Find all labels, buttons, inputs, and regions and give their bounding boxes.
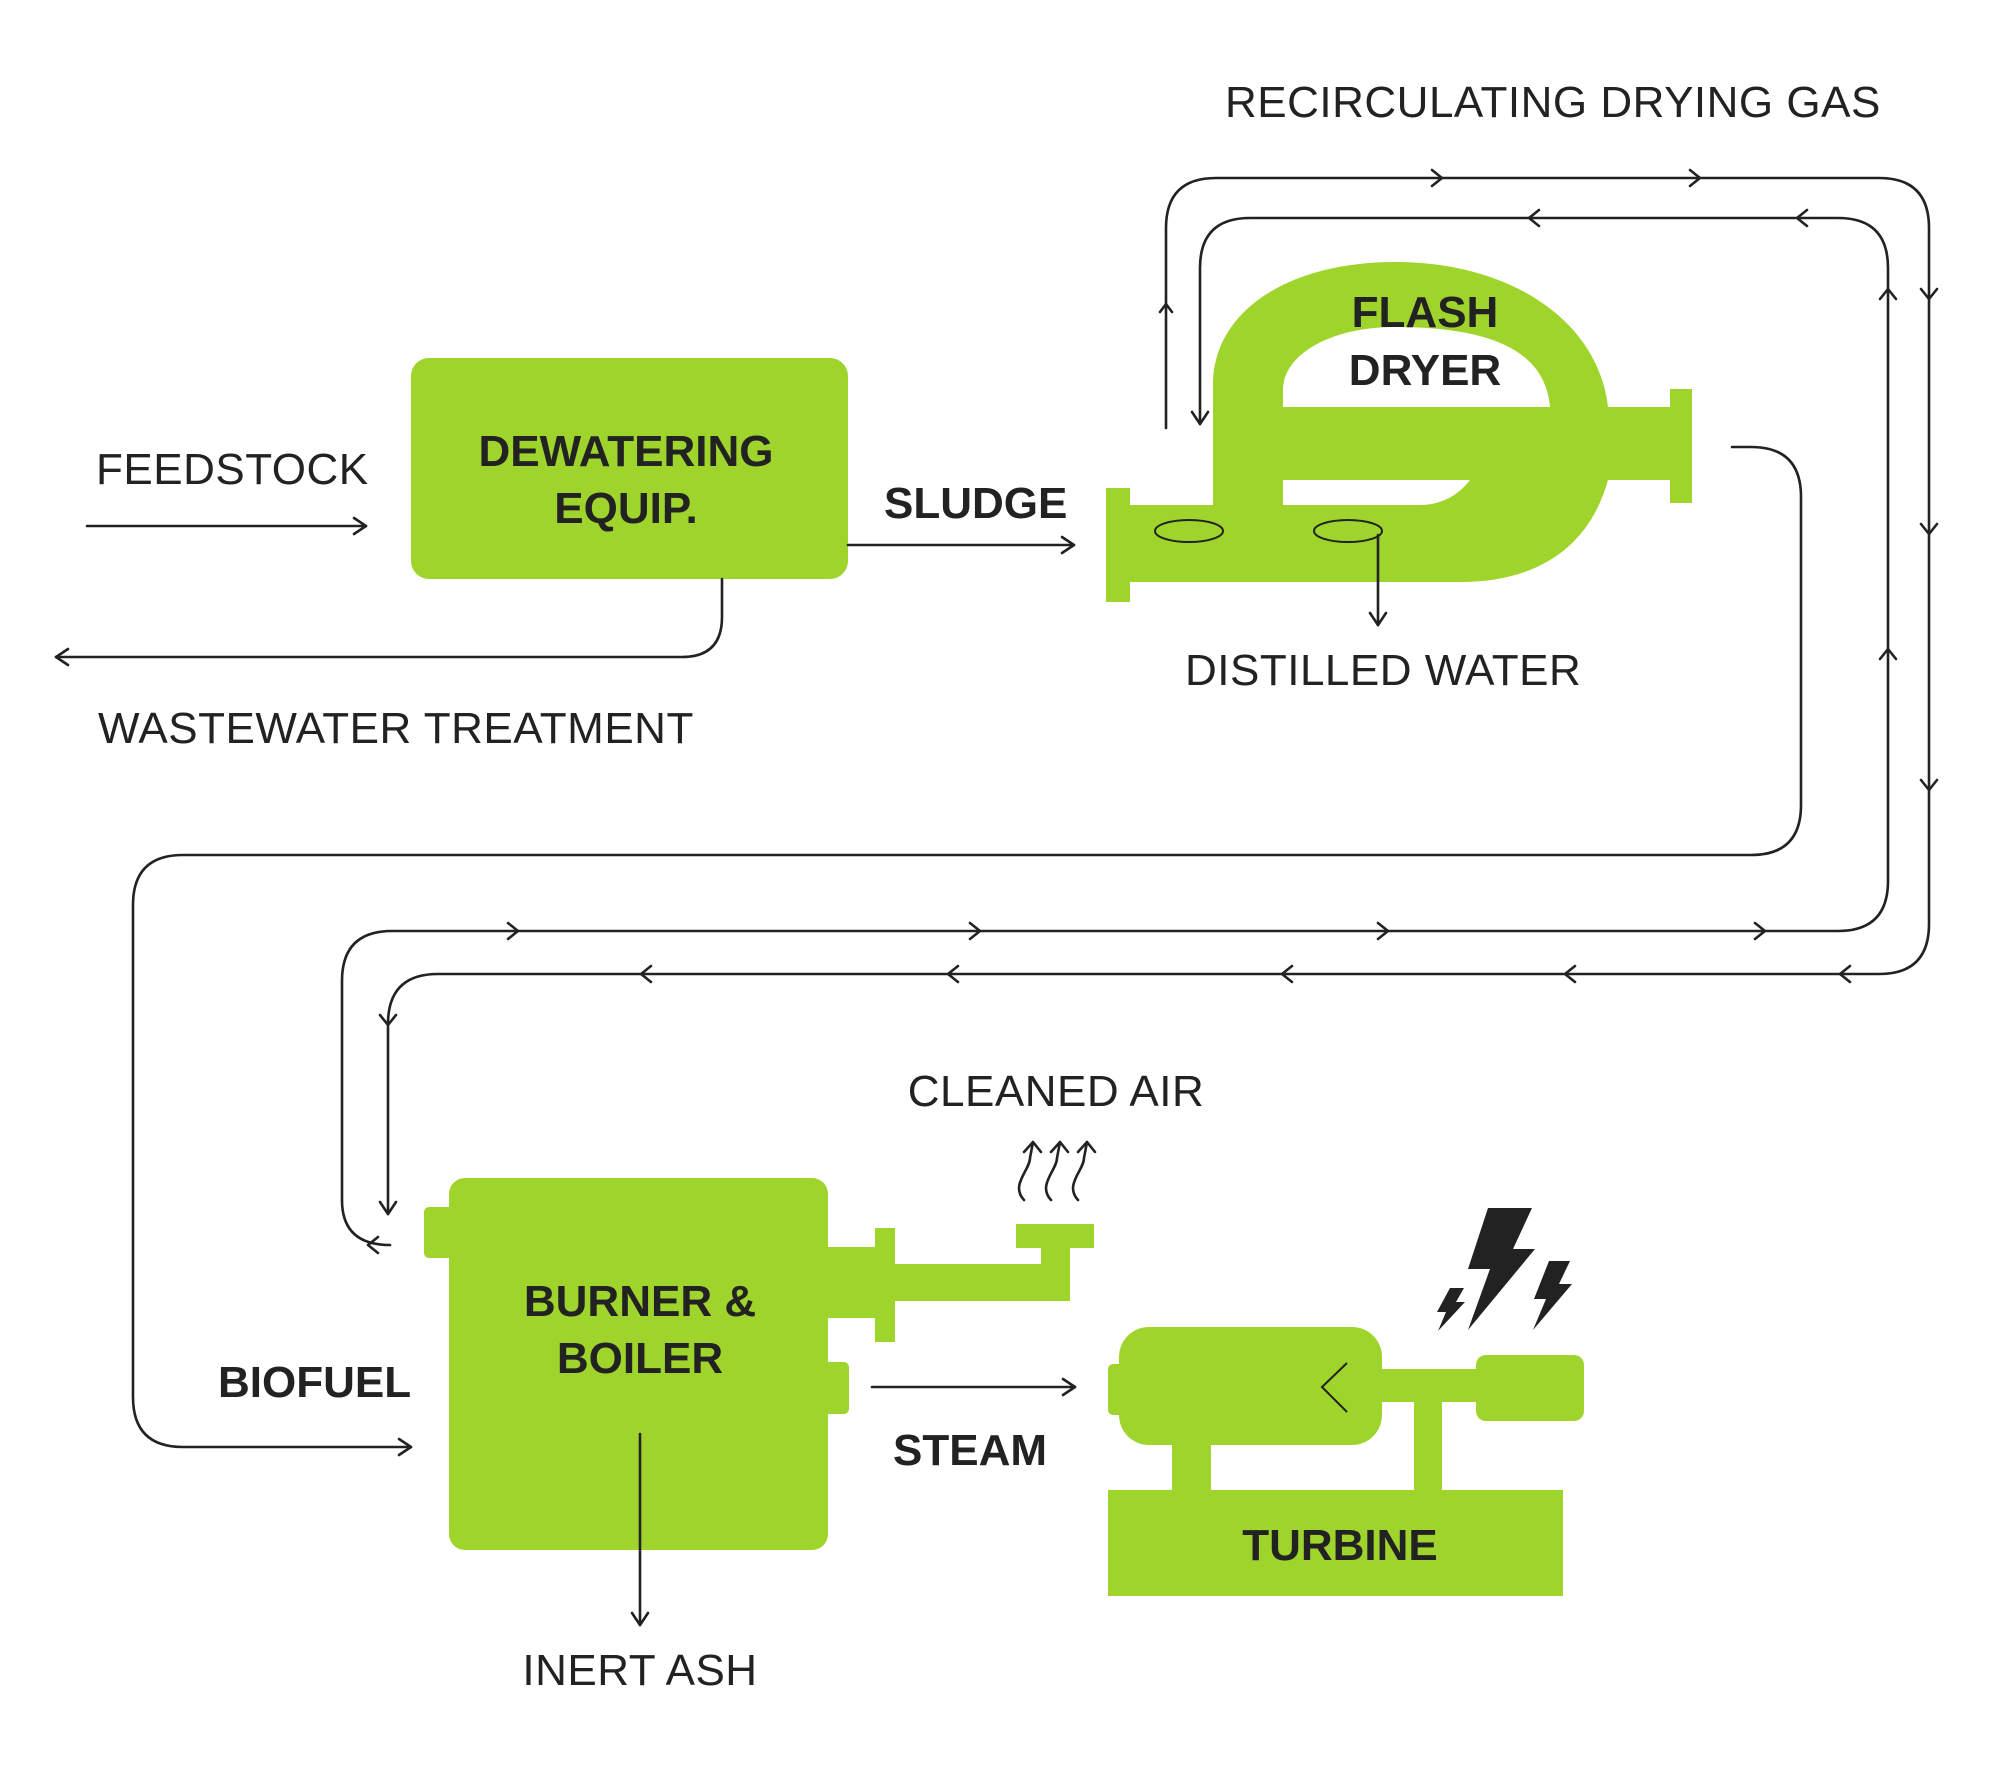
sludge-label: SLUDGE: [884, 479, 1067, 528]
flash-dryer-label-line1: FLASH: [1352, 288, 1499, 337]
chevron-left-icon: [946, 964, 960, 984]
turbine-leg-right: [1414, 1400, 1442, 1494]
lightning-bolt-medium-icon: [1533, 1261, 1572, 1330]
chevron-down-icon: [1919, 522, 1939, 536]
dryer-port-left: [1154, 519, 1224, 543]
recirc-inner-path: [340, 216, 1890, 1247]
biofuel-label: BIOFUEL: [218, 1358, 411, 1407]
chevron-left-icon: [1795, 208, 1809, 228]
boiler-label-line2: BOILER: [557, 1334, 723, 1383]
steam-stream: STEAM: [870, 1377, 1077, 1475]
cleaned-air-label: CLEANED AIR: [908, 1067, 1204, 1116]
turbine-shaft: [1378, 1369, 1482, 1402]
distilled-water-stream: DISTILLED WATER: [1185, 533, 1581, 695]
chevron-right-icon: [1376, 921, 1390, 941]
flash-dryer-label-line2: DRYER: [1349, 346, 1501, 395]
boiler-steam-tab: [815, 1362, 849, 1414]
sludge-stream: SLUDGE: [846, 479, 1076, 555]
chevron-right-icon: [968, 921, 982, 941]
recirculating-gas-label: RECIRCULATING DRYING GAS: [1225, 78, 1881, 127]
chevron-left-icon: [639, 964, 653, 984]
inert-ash-label: INERT ASH: [522, 1646, 757, 1695]
turbine: TURBINE: [1108, 1327, 1584, 1596]
chevron-left-icon: [1320, 1362, 1348, 1413]
biofuel-stream: BIOFUEL: [131, 445, 1803, 1457]
wastewater-arrow: [54, 577, 724, 667]
exhaust-riser: [1041, 1240, 1070, 1301]
dryer-port-right: [1313, 519, 1383, 543]
dewatering-label-line2: EQUIP.: [554, 484, 697, 533]
chevron-right-icon: [1430, 168, 1444, 188]
chevron-up-icon: [1878, 647, 1898, 661]
boiler-label-line1: BURNER &: [524, 1277, 756, 1326]
recirc-loop-inner: [340, 208, 1898, 1255]
lightning-bolts-icon: [1437, 1208, 1572, 1331]
chevron-left-icon: [1563, 964, 1577, 984]
dewatering-equipment: DEWATERING EQUIP.: [411, 358, 848, 579]
distilled-water-label: DISTILLED WATER: [1185, 646, 1581, 695]
chevron-left-icon: [1838, 964, 1852, 984]
biofuel-arrow: [131, 445, 1803, 1457]
exhaust-pipe: [893, 1264, 1070, 1301]
chevron-right-icon: [1688, 168, 1702, 188]
chevron-down-icon: [1919, 287, 1939, 301]
exhaust-pipe-stub: [826, 1247, 878, 1318]
turbine-leg-left: [1172, 1440, 1211, 1494]
chevron-left-icon: [1280, 964, 1294, 984]
chevron-up-icon: [1158, 302, 1174, 314]
boiler-body: [449, 1178, 828, 1550]
cleaned-air-stream: CLEANED AIR: [908, 1067, 1204, 1202]
lightning-bolt-small-icon: [1437, 1288, 1465, 1331]
inert-ash-stream: INERT ASH: [522, 1432, 757, 1695]
chevron-left-icon: [1527, 208, 1541, 228]
wastewater-stream: WASTEWATER TREATMENT: [54, 577, 724, 753]
exhaust-cap: [1016, 1224, 1094, 1248]
chevron-down-icon: [1919, 778, 1939, 792]
flash-dryer: FLASH DRYER: [1106, 262, 1692, 602]
wastewater-label: WASTEWATER TREATMENT: [98, 704, 694, 753]
rising-air-arrows-icon: [1017, 1140, 1097, 1202]
turbine-casing: [1119, 1327, 1382, 1445]
feedstock-label: FEEDSTOCK: [96, 445, 369, 494]
exhaust-flange: [875, 1228, 895, 1342]
dryer-inlet-flange: [1106, 488, 1130, 602]
dewatering-box: [411, 358, 848, 579]
feedstock-stream: FEEDSTOCK: [85, 445, 369, 536]
recirc-outer-path: [378, 176, 1931, 1216]
chevron-up-icon: [1878, 287, 1898, 301]
chevron-right-icon: [1753, 921, 1767, 941]
dryer-body: [1128, 262, 1672, 582]
dryer-outlet-flange: [1670, 389, 1692, 503]
generator: [1476, 1355, 1584, 1421]
steam-label: STEAM: [893, 1426, 1047, 1475]
turbine-label: TURBINE: [1242, 1521, 1438, 1570]
chevron-down-icon: [378, 1013, 398, 1027]
chevron-right-icon: [506, 921, 520, 941]
recirc-loop-outer: [378, 168, 1939, 1216]
lightning-bolt-large-icon: [1468, 1208, 1535, 1330]
burner-boiler: BURNER & BOILER: [424, 1178, 1094, 1550]
dewatering-label-line1: DEWATERING: [479, 427, 774, 476]
chevron-left-icon: [366, 1235, 380, 1255]
turbine-base: [1108, 1490, 1563, 1596]
